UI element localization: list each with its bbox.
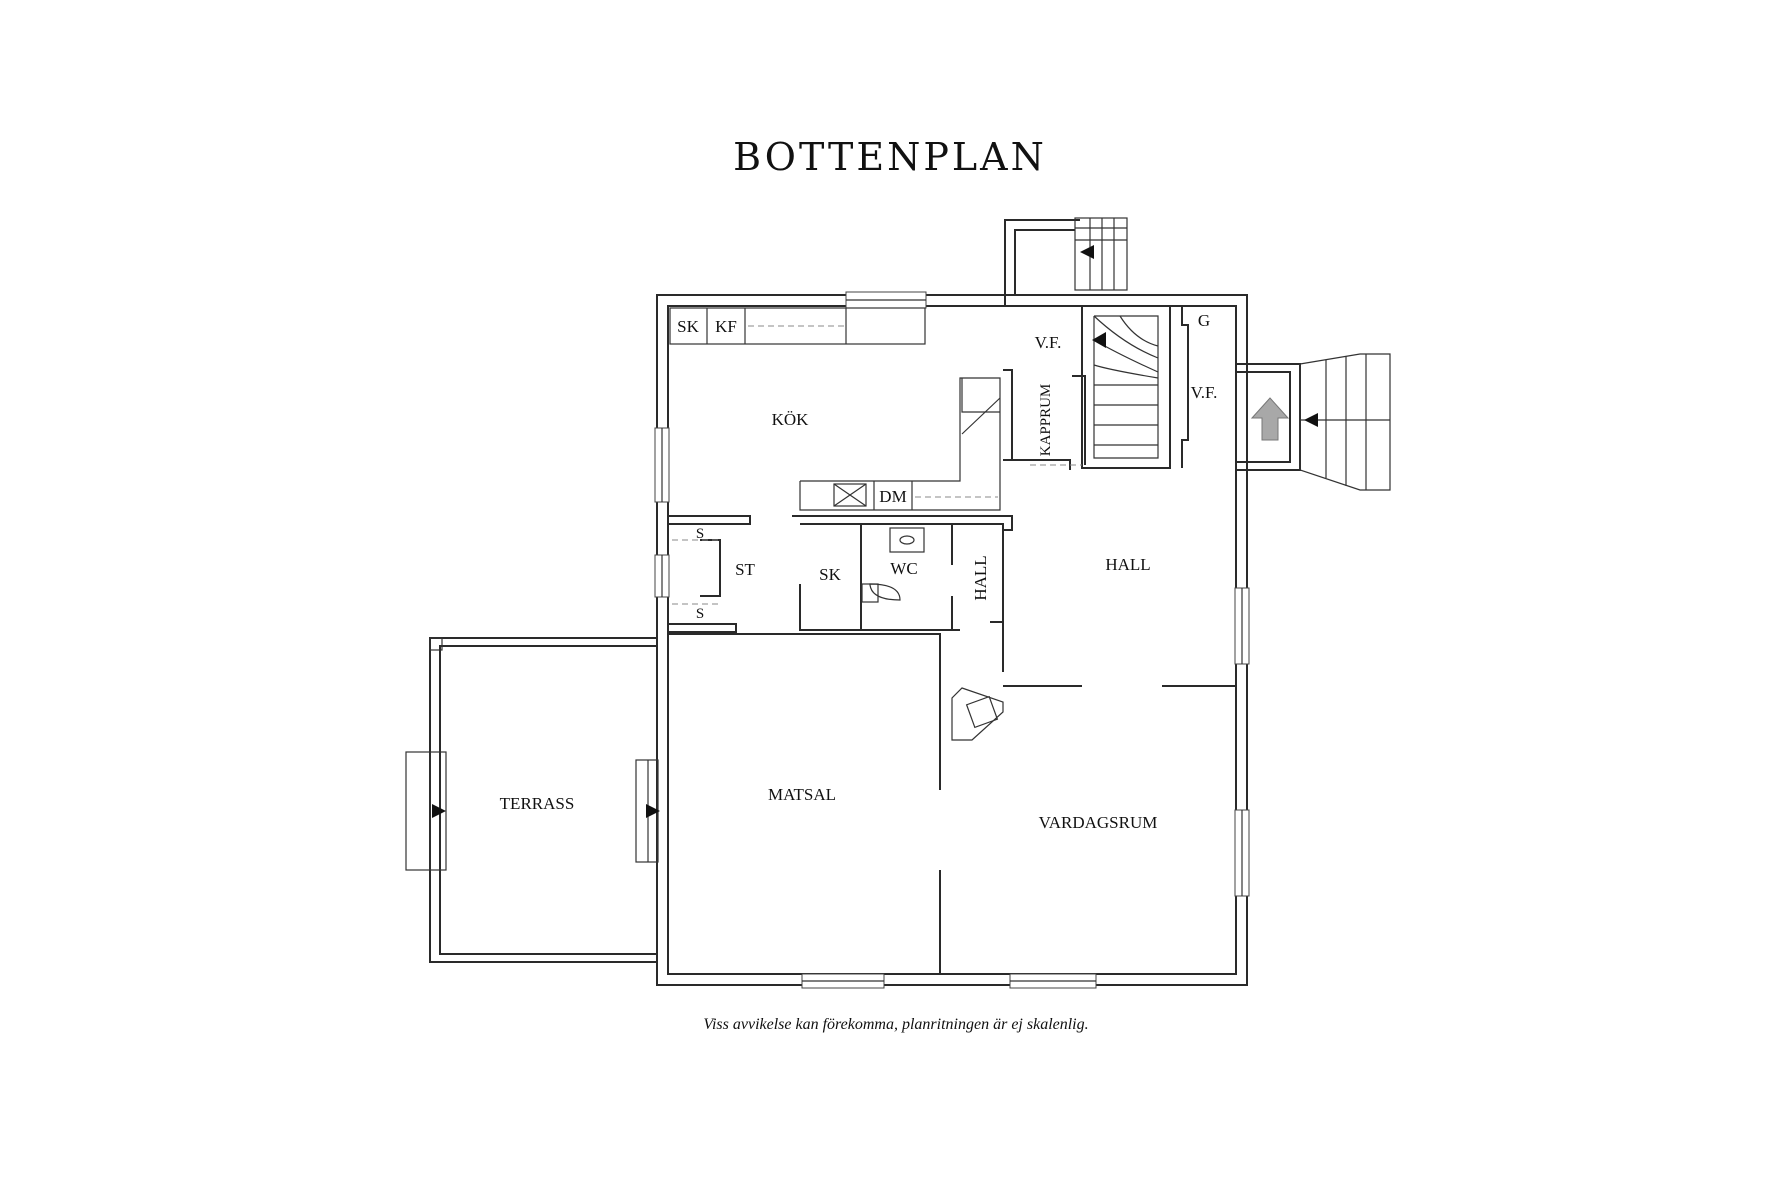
north-entry-arrow bbox=[1080, 245, 1094, 259]
windows bbox=[654, 291, 1250, 989]
staircase bbox=[1030, 305, 1171, 469]
label-matsal: MATSAL bbox=[768, 785, 836, 804]
east-entrance bbox=[1181, 306, 1391, 491]
terrace bbox=[405, 637, 660, 963]
label-hall-small: HALL bbox=[971, 555, 990, 600]
stair-arrow bbox=[1092, 332, 1106, 348]
kitchen-counter-top bbox=[669, 307, 926, 345]
dining-entry-arrow bbox=[646, 804, 660, 818]
plan-title: BOTTENPLAN bbox=[733, 135, 1047, 179]
disclaimer: Viss avvikelse kan förekomma, planritnin… bbox=[703, 1016, 1088, 1033]
label-dm: DM bbox=[879, 487, 906, 506]
label-s-1: S bbox=[696, 526, 704, 542]
interior-walls bbox=[668, 375, 1236, 974]
label-kapprum: KAPPRUM bbox=[1038, 384, 1054, 457]
label-kf: KF bbox=[715, 317, 737, 336]
label-wc: WC bbox=[890, 559, 917, 578]
east-stair-arrow bbox=[1304, 413, 1318, 427]
label-s-2: S bbox=[696, 606, 704, 622]
room-labels: SK KF KÖK V.F. G V.F. KAPPRUM DM S ST S … bbox=[500, 311, 1218, 832]
label-kok: KÖK bbox=[772, 410, 810, 429]
label-sk-mid: SK bbox=[819, 565, 841, 584]
label-g: G bbox=[1198, 311, 1210, 330]
north-porch bbox=[1004, 217, 1128, 306]
terrace-entry-arrow bbox=[432, 804, 446, 818]
wc-fixtures bbox=[861, 527, 925, 603]
label-terrass: TERRASS bbox=[500, 794, 575, 813]
label-st: ST bbox=[735, 560, 755, 579]
label-sk-top: SK bbox=[677, 317, 699, 336]
kitchen-counter-lower bbox=[799, 369, 1013, 511]
label-vf-1: V.F. bbox=[1035, 333, 1062, 352]
label-vf-2: V.F. bbox=[1191, 383, 1218, 402]
label-vardagsrum: VARDAGSRUM bbox=[1039, 813, 1158, 832]
label-hall: HALL bbox=[1105, 555, 1150, 574]
main-entrance-arrow bbox=[1250, 397, 1290, 441]
